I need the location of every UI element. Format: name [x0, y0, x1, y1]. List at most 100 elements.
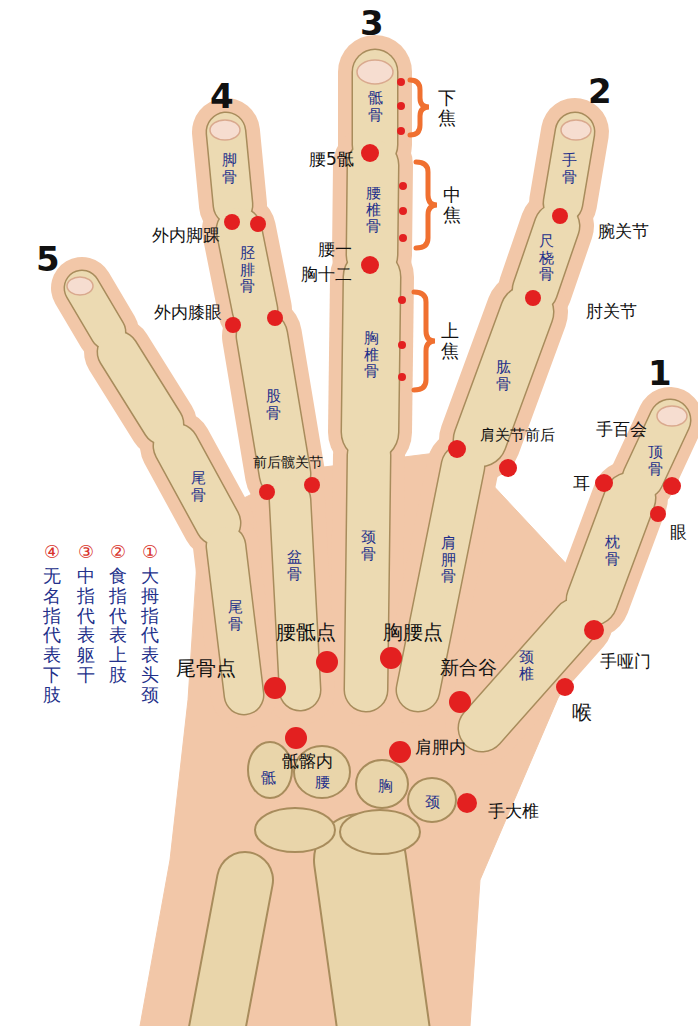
finger-bones-outline-part	[176, 446, 218, 523]
acupoints-part	[361, 144, 379, 162]
forearm-bones-part	[360, 860, 385, 1026]
bone-label: 尾骨	[228, 599, 243, 632]
small-points-part	[399, 207, 407, 215]
point-label: 肩胛内	[415, 738, 466, 758]
small-points-part	[398, 296, 406, 304]
finger-bones-outline-part	[643, 420, 670, 478]
finger-bones-outline-part	[262, 336, 285, 474]
finger-bones-part	[480, 312, 527, 440]
bone-label: 胫腓骨	[240, 245, 255, 295]
nails-part	[657, 406, 687, 426]
triple-burner-brackets	[410, 80, 437, 390]
acupoints-part	[650, 506, 666, 522]
forearm-bones-part	[215, 880, 245, 1026]
small-points-part	[399, 234, 407, 242]
acupoints-part	[264, 677, 286, 699]
finger-number: 5	[36, 240, 60, 279]
point-label: 外内脚踝	[152, 226, 220, 246]
bone-label: 肱骨	[496, 359, 511, 392]
finger-bones-outline-part	[366, 455, 369, 690]
point-label: 前后髋关节	[253, 454, 323, 470]
finger-bones-part	[176, 446, 218, 523]
acupoints-part	[316, 651, 338, 673]
acupoints-part	[595, 474, 613, 492]
point-label: 肘关节	[586, 302, 637, 322]
triple-burner-brackets-part	[414, 292, 435, 390]
skin-part	[366, 455, 369, 690]
triple-burner-brackets-part	[416, 162, 437, 248]
bone-label: 骶骨	[368, 90, 383, 123]
skin-part	[176, 446, 218, 523]
forearm-bones	[215, 860, 385, 1026]
acupoints-part	[380, 647, 402, 669]
finger-number: 2	[588, 72, 612, 111]
bone-label: 胸	[378, 778, 393, 795]
finger-bones-part	[239, 230, 255, 310]
forearm-bones-part	[215, 880, 245, 1026]
skin-part	[480, 312, 527, 440]
bone-label: 腰	[315, 774, 330, 791]
point-label: 胸腰点	[383, 621, 443, 644]
finger-bones-part	[592, 498, 630, 600]
skin-part	[290, 500, 300, 690]
nails	[67, 60, 687, 426]
skin-part	[239, 230, 255, 310]
point-label: 手百会	[596, 420, 647, 440]
acupoints-part	[556, 678, 574, 696]
acupoints-part	[259, 484, 275, 500]
skin-part	[643, 420, 670, 478]
acupoints-part	[525, 290, 541, 306]
bone-label: 肩胛骨	[441, 535, 456, 585]
point-label: 骶髂内	[282, 752, 333, 772]
finger-bones-outline-part	[118, 352, 163, 424]
legend-number: ④	[44, 542, 60, 563]
skin-part	[118, 352, 163, 424]
small-points	[397, 78, 407, 381]
finger-bones-outline-part	[480, 312, 527, 440]
point-label: 新合谷	[440, 657, 497, 679]
point-label: 耳	[573, 474, 590, 494]
nails-part	[210, 120, 240, 140]
zone-label: 中焦	[443, 185, 461, 225]
acupoints-part	[224, 214, 240, 230]
small-points-part	[397, 102, 405, 110]
finger-bones-part	[643, 420, 670, 478]
finger-bones-outline-part	[535, 226, 557, 290]
finger-bones-part	[535, 226, 557, 290]
small-points-part	[398, 341, 406, 349]
acupoints-part	[389, 741, 411, 763]
finger-bones	[82, 72, 670, 728]
point-label: 眼	[670, 523, 687, 543]
acupoints-part	[448, 440, 466, 458]
point-label: 外内膝眼	[154, 303, 222, 323]
bone-label: 颈椎	[519, 649, 534, 682]
skin-part	[262, 336, 285, 474]
acupoints-part	[584, 620, 604, 640]
small-points-part	[399, 182, 407, 190]
nails-part	[357, 60, 393, 84]
bone-label: 股骨	[266, 388, 281, 421]
acupoints	[224, 144, 681, 813]
bone-label: 尾骨	[191, 470, 206, 503]
acupoints-part	[499, 459, 517, 477]
point-label: 腰一	[318, 240, 352, 260]
acupoints-part	[304, 477, 320, 493]
small-points-part	[397, 127, 405, 135]
point-label: 手哑门	[600, 652, 651, 672]
point-label: 腰骶点	[276, 621, 336, 644]
point-label: 腰5骶	[309, 150, 354, 170]
point-label: 手大椎	[488, 802, 539, 822]
triple-burner-brackets-part	[410, 80, 429, 135]
legend-number: ②	[110, 542, 126, 563]
zone-label: 上焦	[441, 321, 459, 361]
bone-label: 胸椎骨	[364, 330, 379, 380]
bone-label: 枕骨	[605, 534, 620, 567]
finger-number: 1	[648, 354, 672, 393]
carpal-bones	[248, 742, 456, 854]
carpal-bones-part	[340, 810, 420, 854]
acupoints-part	[250, 216, 266, 232]
finger-bones-part	[366, 455, 369, 690]
acupoints-part	[552, 208, 568, 224]
finger-number: 4	[210, 77, 234, 116]
